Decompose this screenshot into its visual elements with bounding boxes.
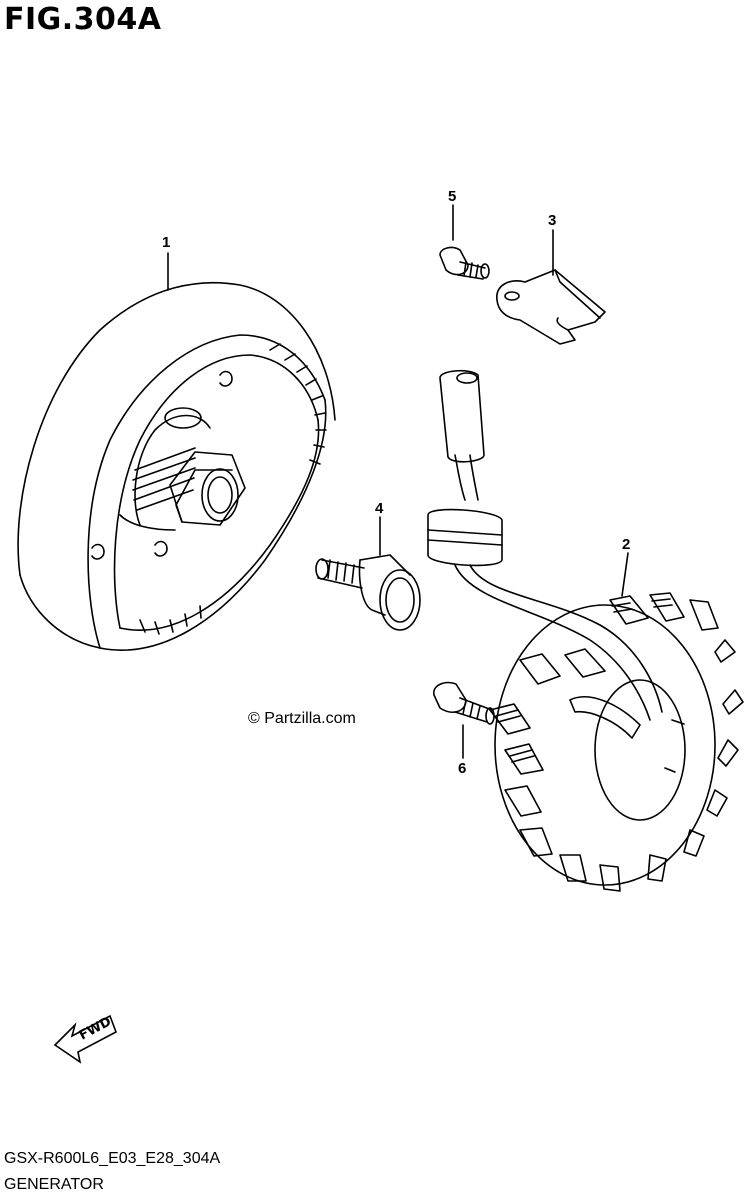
callout-3: 3 [548,212,557,229]
watermark-text: Partzilla.com [264,710,356,727]
copyright-symbol: © [248,710,260,727]
callout-5: 5 [448,188,457,205]
callout-4: 4 [375,500,384,517]
forward-arrow-icon: FWD [53,1014,117,1064]
clamp-3-part [496,269,606,345]
bolt-6-part [433,681,495,725]
watermark: © Partzilla.com [248,710,356,728]
figure-code: GSX-R600L6_E03_E28_304A [4,1150,221,1167]
rotor-part [17,281,336,651]
figure-name: GENERATOR [4,1176,104,1193]
figure-title: FIG.304A [4,2,162,37]
bolt-5-part [439,246,490,280]
callout-6: 6 [458,760,467,777]
callout-1: 1 [162,234,171,251]
stator-part [427,369,744,892]
callout-2: 2 [622,536,631,553]
bolt-4-part [315,554,421,631]
